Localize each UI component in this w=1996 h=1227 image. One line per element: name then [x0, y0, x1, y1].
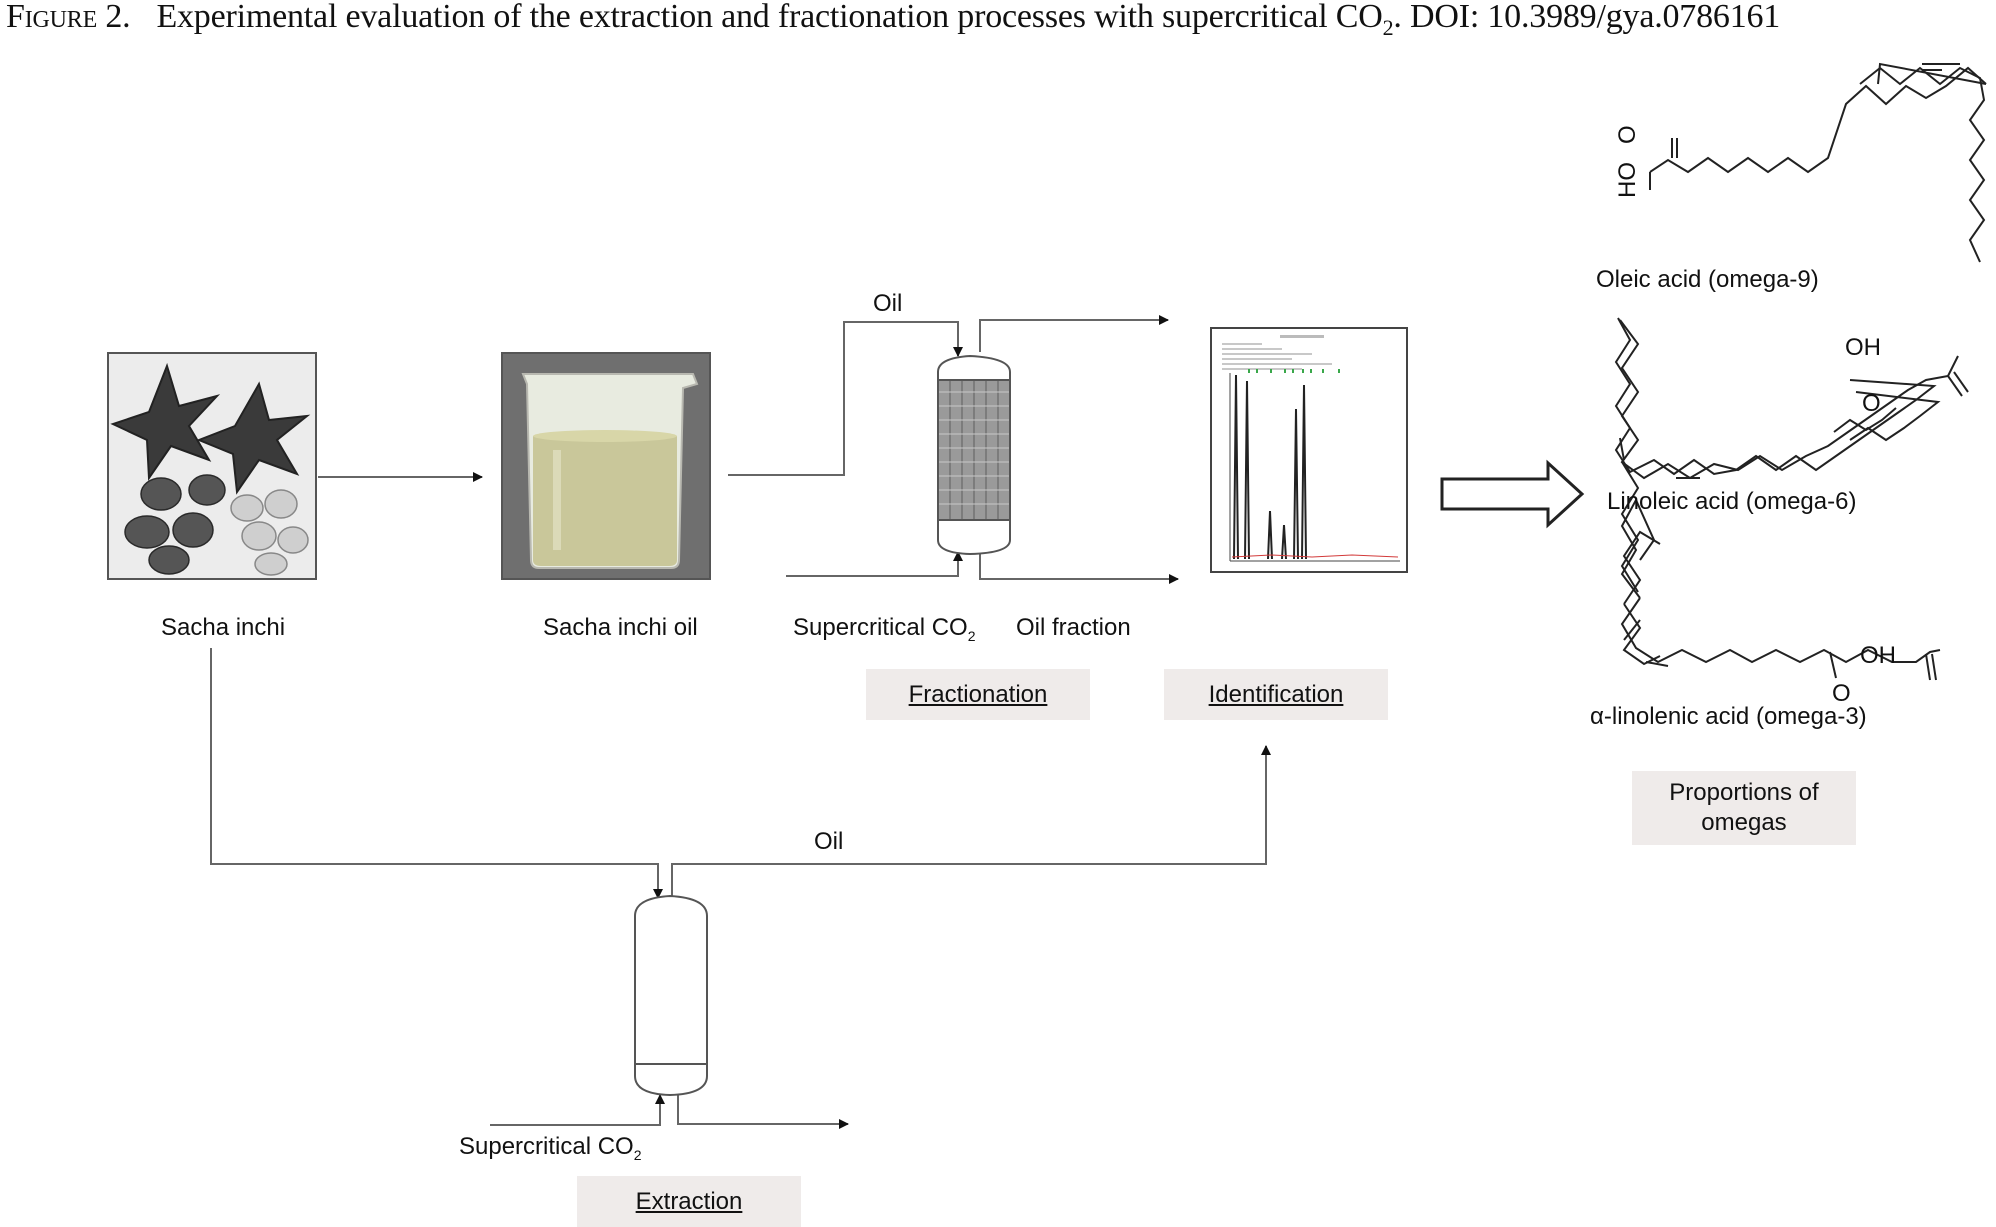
- box-identification: Identification: [1164, 669, 1388, 720]
- box-fractionation: Fractionation: [866, 669, 1090, 720]
- label-linoleic-acid: Linoleic acid (omega-6): [1607, 488, 1857, 515]
- co2-top-text: Supercritical CO: [793, 614, 968, 641]
- atom-o-linoleic: O: [1862, 390, 1881, 417]
- box-extraction: Extraction: [577, 1176, 801, 1227]
- box-proportions: Proportions of omegas: [1632, 771, 1856, 845]
- label-supercritical-co2-bottom: Supercritical CO2: [459, 1133, 642, 1163]
- label-sacha-inchi-oil: Sacha inchi oil: [543, 614, 698, 641]
- seed-pods-illustration: [109, 354, 315, 578]
- atom-o-linolenic: O: [1832, 680, 1851, 707]
- box-proportions-text: Proportions of omegas: [1669, 779, 1819, 836]
- box-identification-text: Identification: [1208, 680, 1344, 708]
- arrow-seeds-to-extraction: [210, 648, 663, 899]
- atom-oh-linolenic: OH: [1860, 642, 1896, 669]
- fractionation-column: [937, 354, 1011, 556]
- box-extraction-text: Extraction: [635, 1187, 743, 1215]
- atom-ho-oleic: HO: [1614, 162, 1641, 198]
- chromatogram-image: [1210, 327, 1408, 573]
- sacha-inchi-oil-photo: [501, 352, 711, 580]
- results-arrow: [1440, 459, 1585, 529]
- atom-oh-linoleic: OH: [1845, 334, 1881, 361]
- label-supercritical-co2-top: Supercritical CO2: [793, 614, 976, 644]
- label-sacha-inchi: Sacha inchi: [161, 614, 286, 641]
- arrow-fractionator-top-out: [979, 315, 1169, 352]
- arrow-oil-to-fractionator: [728, 321, 963, 476]
- label-oil-fraction: Oil fraction: [1016, 614, 1131, 641]
- figure-label: Figure 2.: [6, 0, 131, 35]
- caption-text: Experimental evaluation of the extractio…: [156, 0, 1383, 35]
- arrow-extraction-to-identification: [671, 745, 1271, 896]
- oil-beaker-illustration: [503, 354, 709, 578]
- label-oil-bottom: Oil: [814, 828, 844, 855]
- sacha-inchi-photo: [107, 352, 317, 580]
- oleic-acid-structure: [1649, 62, 1987, 190]
- atom-o-oleic: O: [1614, 125, 1641, 144]
- arrow-co2-to-extraction: [490, 1094, 665, 1126]
- label-linolenic-acid: α-linolenic acid (omega-3): [1590, 703, 1867, 730]
- co2-top-sub: 2: [967, 627, 976, 644]
- arrow-co2-to-fractionator: [786, 551, 963, 577]
- figure-caption: Figure 2. Experimental evaluation of the …: [6, 0, 1780, 41]
- extraction-vessel: [634, 894, 708, 1097]
- co2-bottom-sub: 2: [633, 1146, 642, 1163]
- caption-suffix: . DOI: 10.3989/gya.0786161: [1393, 0, 1781, 35]
- box-fractionation-text: Fractionation: [908, 680, 1048, 708]
- chromatogram-plot: [1222, 335, 1400, 562]
- arrow-oil-fraction-out: [979, 552, 1179, 584]
- caption-subscript: 2: [1382, 14, 1394, 40]
- label-oil-top: Oil: [873, 290, 903, 317]
- arrow-extraction-out: [677, 1095, 849, 1129]
- linoleic-acid-structure: [1614, 317, 1937, 479]
- co2-bottom-text: Supercritical CO: [459, 1133, 634, 1160]
- label-oleic-acid: Oleic acid (omega-9): [1596, 266, 1819, 293]
